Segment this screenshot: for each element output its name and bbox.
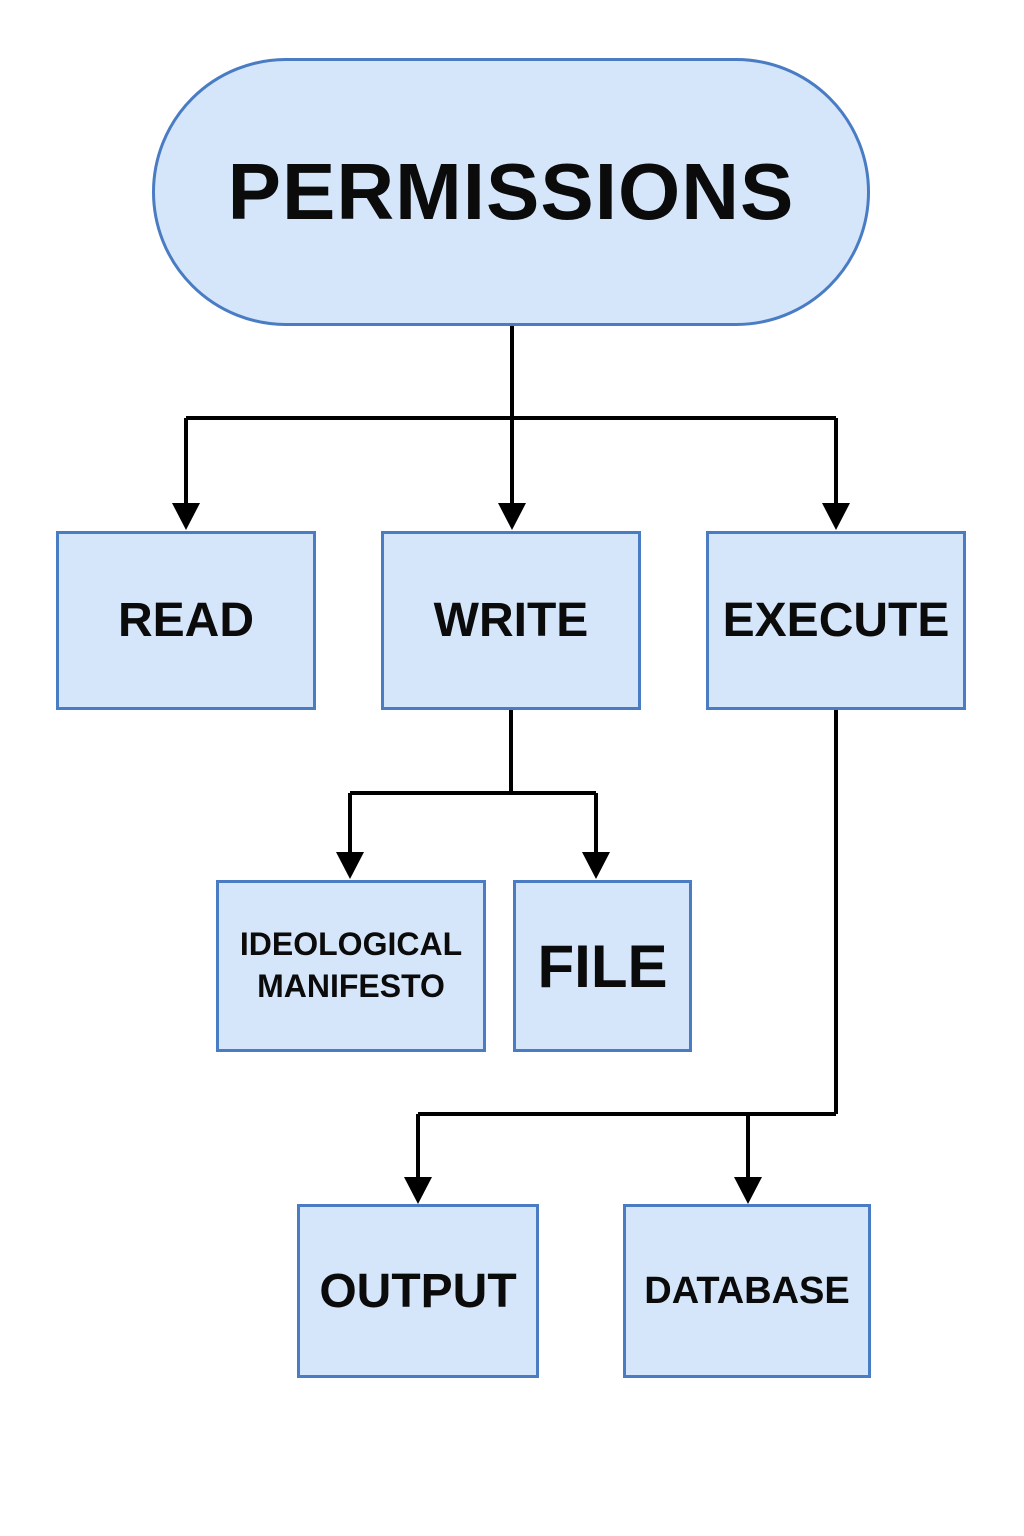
node-read: READ — [56, 531, 316, 710]
arrowhead-file — [582, 852, 610, 879]
node-output-label: OUTPUT — [319, 1264, 517, 1318]
node-database-label: DATABASE — [644, 1269, 850, 1312]
node-ideological-manifesto: IDEOLOGICAL MANIFESTO — [216, 880, 486, 1052]
arrowhead-manifesto — [336, 852, 364, 879]
arrowhead-execute — [822, 503, 850, 530]
node-manifesto-line1: IDEOLOGICAL — [239, 926, 463, 963]
node-write: WRITE — [381, 531, 641, 710]
node-database: DATABASE — [623, 1204, 871, 1378]
arrowhead-read — [172, 503, 200, 530]
node-file: FILE — [513, 880, 692, 1052]
node-permissions-label: PERMISSIONS — [227, 147, 795, 236]
node-manifesto-line2: MANIFESTO — [257, 968, 445, 1004]
node-file-label: FILE — [537, 932, 668, 1000]
node-write-label: WRITE — [433, 594, 589, 647]
arrowhead-write — [498, 503, 526, 530]
arrowhead-output — [404, 1177, 432, 1204]
node-execute: EXECUTE — [706, 531, 966, 710]
arrowhead-database — [734, 1177, 762, 1204]
node-permissions: PERMISSIONS — [152, 58, 870, 326]
node-output: OUTPUT — [297, 1204, 539, 1378]
node-execute-label: EXECUTE — [722, 594, 950, 647]
node-read-label: READ — [117, 594, 254, 647]
